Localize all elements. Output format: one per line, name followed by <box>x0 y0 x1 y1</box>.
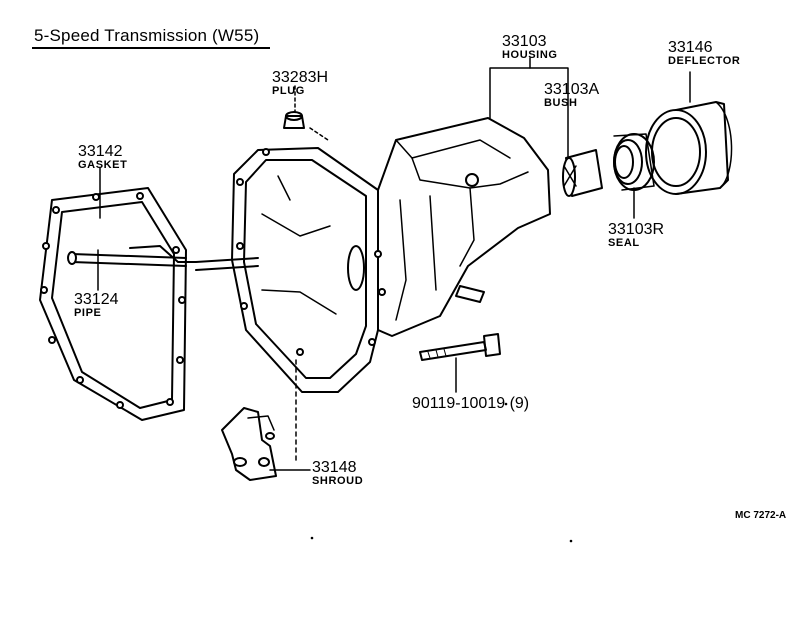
diagram-reference-code: MC 7272-A <box>735 510 786 521</box>
pipe-part <box>68 246 258 270</box>
part-number-bolt: 90119-10019 (9) <box>412 396 529 412</box>
deflector-part <box>646 102 732 194</box>
part-number-housing: 33103 <box>502 34 558 50</box>
label-deflector: 33146 DEFLECTOR <box>668 40 740 67</box>
part-number-plug: 33283H <box>272 70 328 86</box>
title-underline <box>32 47 270 49</box>
label-seal: 33103R SEAL <box>608 222 664 249</box>
label-pipe: 33124 PIPE <box>74 292 119 319</box>
diagram-title: 5-Speed Transmission (W55) <box>34 26 259 46</box>
part-name-gasket: GASKET <box>78 160 127 171</box>
part-name-shroud: SHROUD <box>312 476 363 487</box>
part-name-plug: PLUG <box>272 86 328 97</box>
housing-part <box>232 118 550 392</box>
bush-part <box>563 150 602 196</box>
seal-part <box>614 134 654 190</box>
part-number-seal: 33103R <box>608 222 664 238</box>
part-name-bush: BUSH <box>544 98 599 109</box>
part-number-bush: 33103A <box>544 82 599 98</box>
part-number-gasket: 33142 <box>78 144 127 160</box>
label-bush: 33103A BUSH <box>544 82 599 109</box>
label-housing: 33103 HOUSING <box>502 34 558 61</box>
part-name-pipe: PIPE <box>74 308 119 319</box>
part-name-deflector: DEFLECTOR <box>668 56 740 67</box>
part-number-pipe: 33124 <box>74 292 119 308</box>
label-gasket: 33142 GASKET <box>78 144 127 171</box>
label-bolt: 90119-10019 (9) <box>412 396 529 412</box>
bolt-part <box>420 334 500 360</box>
plug-part <box>284 112 304 128</box>
part-number-deflector: 33146 <box>668 40 740 56</box>
label-plug: 33283H PLUG <box>272 70 328 97</box>
label-shroud: 33148 SHROUD <box>312 460 363 487</box>
part-number-shroud: 33148 <box>312 460 363 476</box>
part-name-housing: HOUSING <box>502 50 558 61</box>
part-name-seal: SEAL <box>608 238 664 249</box>
shroud-part <box>222 408 276 480</box>
